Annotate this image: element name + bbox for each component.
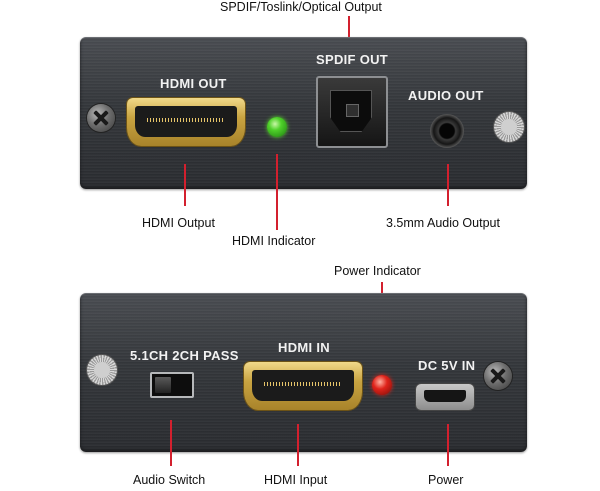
spdif-output-callout: SPDIF/Toslink/Optical Output [220,0,382,14]
optical-port-core [346,104,359,117]
power-callout: Power [428,473,464,487]
hdmi-indicator-callout: HDMI Indicator [232,234,316,248]
hdmi-output-callout: HDMI Output [142,216,215,230]
hdmi-in-pins [264,382,342,386]
audio-switch-callout: Audio Switch [133,473,206,487]
hdmi-indicator-led [267,117,287,137]
warranty-seal-icon [87,355,117,385]
power-indicator-led [372,375,392,395]
hdmi-indicator-leader-line [276,154,278,230]
audio-jack-port [430,114,464,148]
audio-mode-label: 5.1CH 2CH PASS [130,348,239,363]
power-leader-line [447,424,449,466]
dc-in-label: DC 5V IN [418,358,476,373]
audio-out-label: AUDIO OUT [408,88,484,103]
spdif-out-label: SPDIF OUT [316,52,389,67]
hdmi-out-port [127,98,245,146]
hdmi-out-pins [147,118,225,122]
hdmi-output-leader-line [184,164,186,206]
screw-icon [484,362,512,390]
switch-knob [155,377,171,393]
screw-icon [87,104,115,132]
warranty-seal-icon [494,112,524,142]
audio-output-leader-line [447,164,449,206]
micro-usb-power-port [416,384,474,410]
audio-switch-leader-line [170,420,172,466]
hdmi-in-port [244,362,362,410]
hdmi-input-callout: HDMI Input [264,473,328,487]
optical-toslink-port [316,76,388,148]
power-indicator-callout: Power Indicator [334,264,421,278]
hdmi-input-leader-line [297,424,299,466]
hdmi-in-label: HDMI IN [278,340,330,355]
hdmi-out-label: HDMI OUT [160,76,227,91]
audio-output-callout: 3.5mm Audio Output [386,216,500,230]
audio-mode-switch [150,372,194,398]
